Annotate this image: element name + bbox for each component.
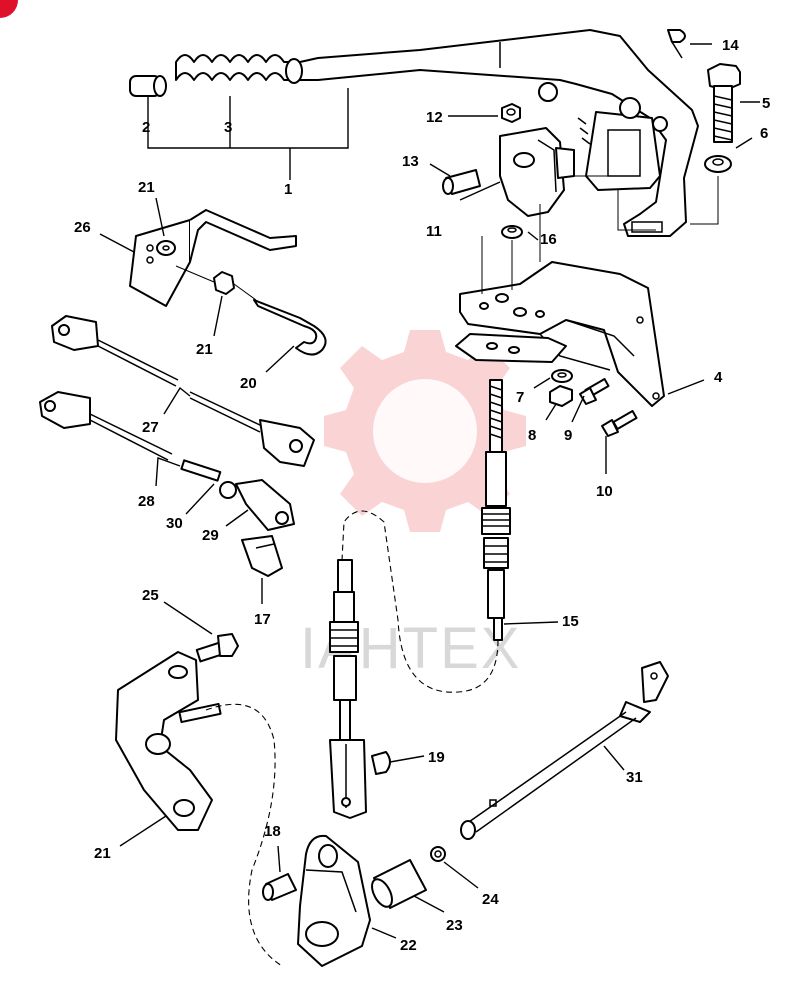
callout-21-lower: 21 (196, 341, 213, 358)
part-4-mounting-bracket (455, 261, 665, 407)
callout-9: 9 (564, 427, 572, 444)
callout-16: 16 (540, 231, 557, 248)
callout-20: 20 (240, 375, 257, 392)
part-9-screw (579, 378, 610, 405)
callout-25: 24 (482, 891, 499, 908)
part-26-bolt (195, 633, 239, 663)
part-18-pin (262, 873, 297, 901)
part-8-nut (549, 385, 573, 407)
part-7-washer (551, 369, 573, 383)
part-11-bracket (499, 127, 575, 217)
part-19-clevis (329, 739, 391, 819)
part-29-rod-with-clevis (39, 391, 173, 461)
callout-14: 14 (722, 37, 739, 54)
part-14-cotter-pin (667, 29, 686, 59)
callout-22: 21 (94, 845, 111, 862)
callout-31: 30 (166, 515, 183, 532)
callout-6: 6 (760, 125, 768, 142)
callout-21-upper: 21 (138, 179, 155, 196)
callout-13: 13 (402, 153, 419, 170)
part-20-j-bolt (253, 299, 327, 356)
part-24-sleeve (371, 859, 427, 909)
callout-labels: 2 3 1 12 13 11 14 5 6 16 4 7 8 9 10 15 2… (74, 37, 770, 954)
callout-29: 28 (138, 493, 155, 510)
callout-28: 27 (142, 419, 159, 436)
callout-10: 10 (596, 483, 613, 500)
watermark-gear-icon (324, 330, 526, 532)
callout-4: 4 (714, 369, 723, 386)
part-2-knob (129, 75, 167, 97)
part-6-washer (704, 155, 732, 173)
callout-30: 29 (202, 527, 219, 544)
callout-23: 22 (400, 937, 417, 954)
callout-12: 12 (426, 109, 443, 126)
part-5-bolt (707, 63, 741, 143)
callout-27: 26 (74, 219, 91, 236)
callout-11: 11 (426, 223, 442, 240)
leader-lines (99, 43, 760, 939)
callout-18: 18 (264, 823, 281, 840)
part-13-pin (442, 169, 481, 195)
callout-1: 1 (284, 181, 292, 198)
callout-24: 23 (446, 917, 463, 934)
callout-8: 8 (528, 427, 536, 444)
callout-3: 3 (224, 119, 232, 136)
part-32-shaft (460, 661, 669, 840)
callout-7: 7 (516, 389, 524, 406)
callout-2: 2 (142, 119, 150, 136)
part-28-rod-with-clevis (51, 315, 315, 467)
part-23-bell-crank (297, 834, 371, 967)
part-12-nut (501, 103, 521, 123)
part-31-stud (180, 459, 222, 482)
part-16-nut (501, 225, 523, 239)
part-30-clevis (219, 479, 295, 531)
part-21-nut-lower (213, 271, 235, 295)
corner-marker (0, 0, 18, 18)
part-1-control-lever (299, 29, 699, 237)
part-21-bushing-upper (156, 240, 176, 256)
part-22-lever-arm (115, 651, 283, 967)
callout-17: 17 (254, 611, 271, 628)
part-10-screw (601, 410, 638, 437)
callout-32: 31 (626, 769, 643, 786)
part-3-grip (175, 54, 303, 84)
callout-19: 19 (428, 749, 445, 766)
callout-26: 25 (142, 587, 159, 604)
callout-15: 15 (562, 613, 579, 630)
part-27-bracket (129, 209, 297, 307)
part-17-clip (241, 535, 283, 577)
callout-5: 5 (762, 95, 770, 112)
part-25-snap-ring (430, 846, 446, 862)
